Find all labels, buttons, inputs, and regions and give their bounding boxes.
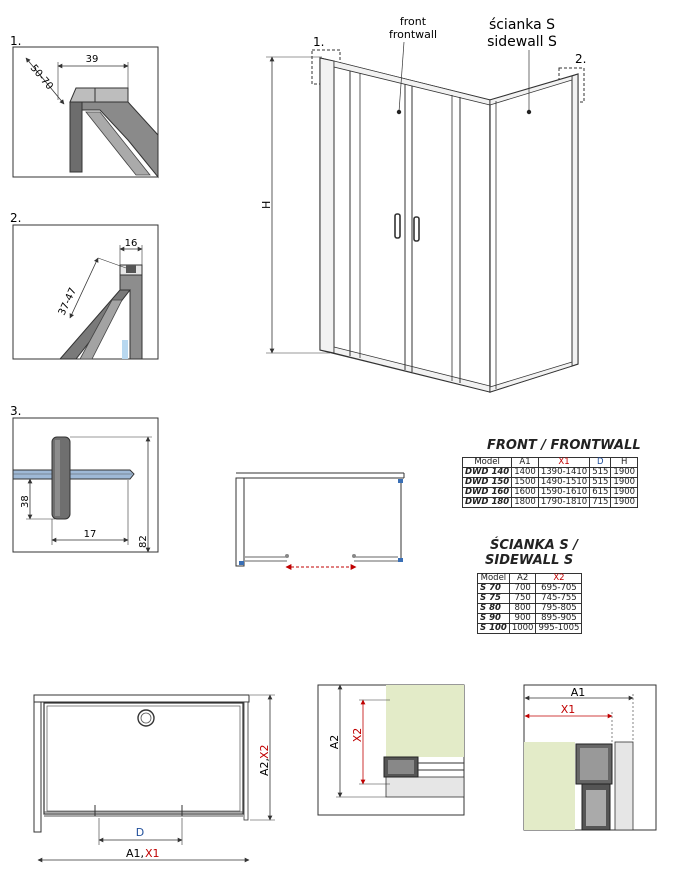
model-cell: DWD 150 (461, 477, 513, 488)
table-header-cell: X1 (537, 457, 591, 468)
value-cell: 1900 (610, 477, 639, 488)
table-header-cell: Model (461, 457, 513, 468)
plan-width-a-label: A1, (126, 847, 144, 860)
detail-3: 3. 38 17 82 (10, 404, 159, 553)
value-cell: 1500 (511, 477, 539, 488)
table-header-cell: X2 (535, 573, 583, 584)
model-cell: S 90 (477, 613, 510, 624)
detail-2-label: 2. (10, 211, 21, 225)
front-label-en: frontwall (389, 28, 437, 41)
table-header-cell: D (589, 457, 612, 468)
value-cell: 715 (589, 497, 612, 508)
value-cell: 1000 (508, 623, 537, 634)
plan-height-x-label: X2 (258, 744, 271, 759)
plan-width-x-label: X1 (145, 847, 160, 860)
value-cell: 1390-1410 (537, 467, 591, 478)
detail-3-dim-height: 82 (138, 535, 149, 548)
value-cell: 795-805 (535, 603, 583, 614)
value-cell: 700 (508, 583, 537, 594)
table-header-cell: Model (477, 573, 510, 584)
table-header-cell: H (610, 457, 639, 468)
model-cell: S 75 (477, 593, 510, 604)
detail-1-dim-width: 39 (86, 54, 99, 65)
value-cell: 800 (508, 603, 537, 614)
model-cell: S 100 (477, 623, 510, 634)
value-cell: 1800 (511, 497, 539, 508)
model-cell: S 80 (477, 603, 510, 614)
front-detail-a-label: A1 (571, 686, 586, 699)
detail-3-label: 3. (10, 404, 21, 418)
value-cell: 615 (589, 487, 612, 498)
value-cell: 1400 (511, 467, 539, 478)
side-table-title-1: ŚCIANKA S / (490, 538, 578, 553)
sidewall-x-label: X2 (351, 728, 364, 743)
height-label: H (260, 201, 273, 209)
main-callout-2: 2. (575, 52, 586, 66)
value-cell: 1600 (511, 487, 539, 498)
value-cell: 895-905 (535, 613, 583, 624)
plan-view: D A1, X1 A2, X2 (33, 694, 275, 863)
side-table-title-2: SIDEWALL S (485, 553, 574, 568)
value-cell: 1900 (610, 467, 639, 478)
table-header-cell: A1 (511, 457, 539, 468)
value-cell: 995-1005 (535, 623, 583, 634)
detail-1-label: 1. (10, 34, 21, 48)
main-view: 1. 2. 3. H front frontwall (260, 15, 586, 393)
front-detail-x-label: X1 (561, 703, 576, 716)
value-cell: 900 (508, 613, 537, 624)
value-cell: 515 (589, 467, 612, 478)
side-label-pl: ścianka S (489, 17, 555, 33)
detail-2: 2. 16 37-47 (10, 211, 159, 360)
value-cell: 1490-1510 (537, 477, 591, 488)
sidewall-detail: A2 X2 (317, 684, 465, 816)
front-table-title: FRONT / FRONTWALL (487, 438, 641, 453)
front-label-pl: front (400, 15, 427, 28)
model-cell: DWD 160 (461, 487, 513, 498)
front-detail: A1 X1 (523, 684, 657, 831)
detail-3-dim-width: 17 (84, 529, 97, 540)
value-cell: 1790-1810 (537, 497, 591, 508)
sidewall-a-label: A2 (328, 735, 341, 750)
door-width-label: D (136, 826, 144, 839)
detail-2-dim-width: 16 (125, 238, 138, 249)
detail-1: 1. 39 50-70 (10, 34, 159, 179)
top-view-sketch (235, 472, 405, 570)
model-cell: S 70 (477, 583, 510, 594)
side-label-en: sidewall S (487, 34, 557, 50)
value-cell: 695-705 (535, 583, 583, 594)
model-cell: DWD 140 (461, 467, 513, 478)
main-callout-1: 1. (313, 35, 324, 49)
value-cell: 515 (589, 477, 612, 488)
value-cell: 750 (508, 593, 537, 604)
value-cell: 1900 (610, 487, 639, 498)
value-cell: 1590-1610 (537, 487, 591, 498)
value-cell: 1900 (610, 497, 639, 508)
model-cell: DWD 180 (461, 497, 513, 508)
table-header-cell: A2 (508, 573, 537, 584)
detail-3-dim-offset: 38 (20, 495, 31, 508)
plan-height-a-label: A2, (258, 758, 271, 776)
value-cell: 745-755 (535, 593, 583, 604)
